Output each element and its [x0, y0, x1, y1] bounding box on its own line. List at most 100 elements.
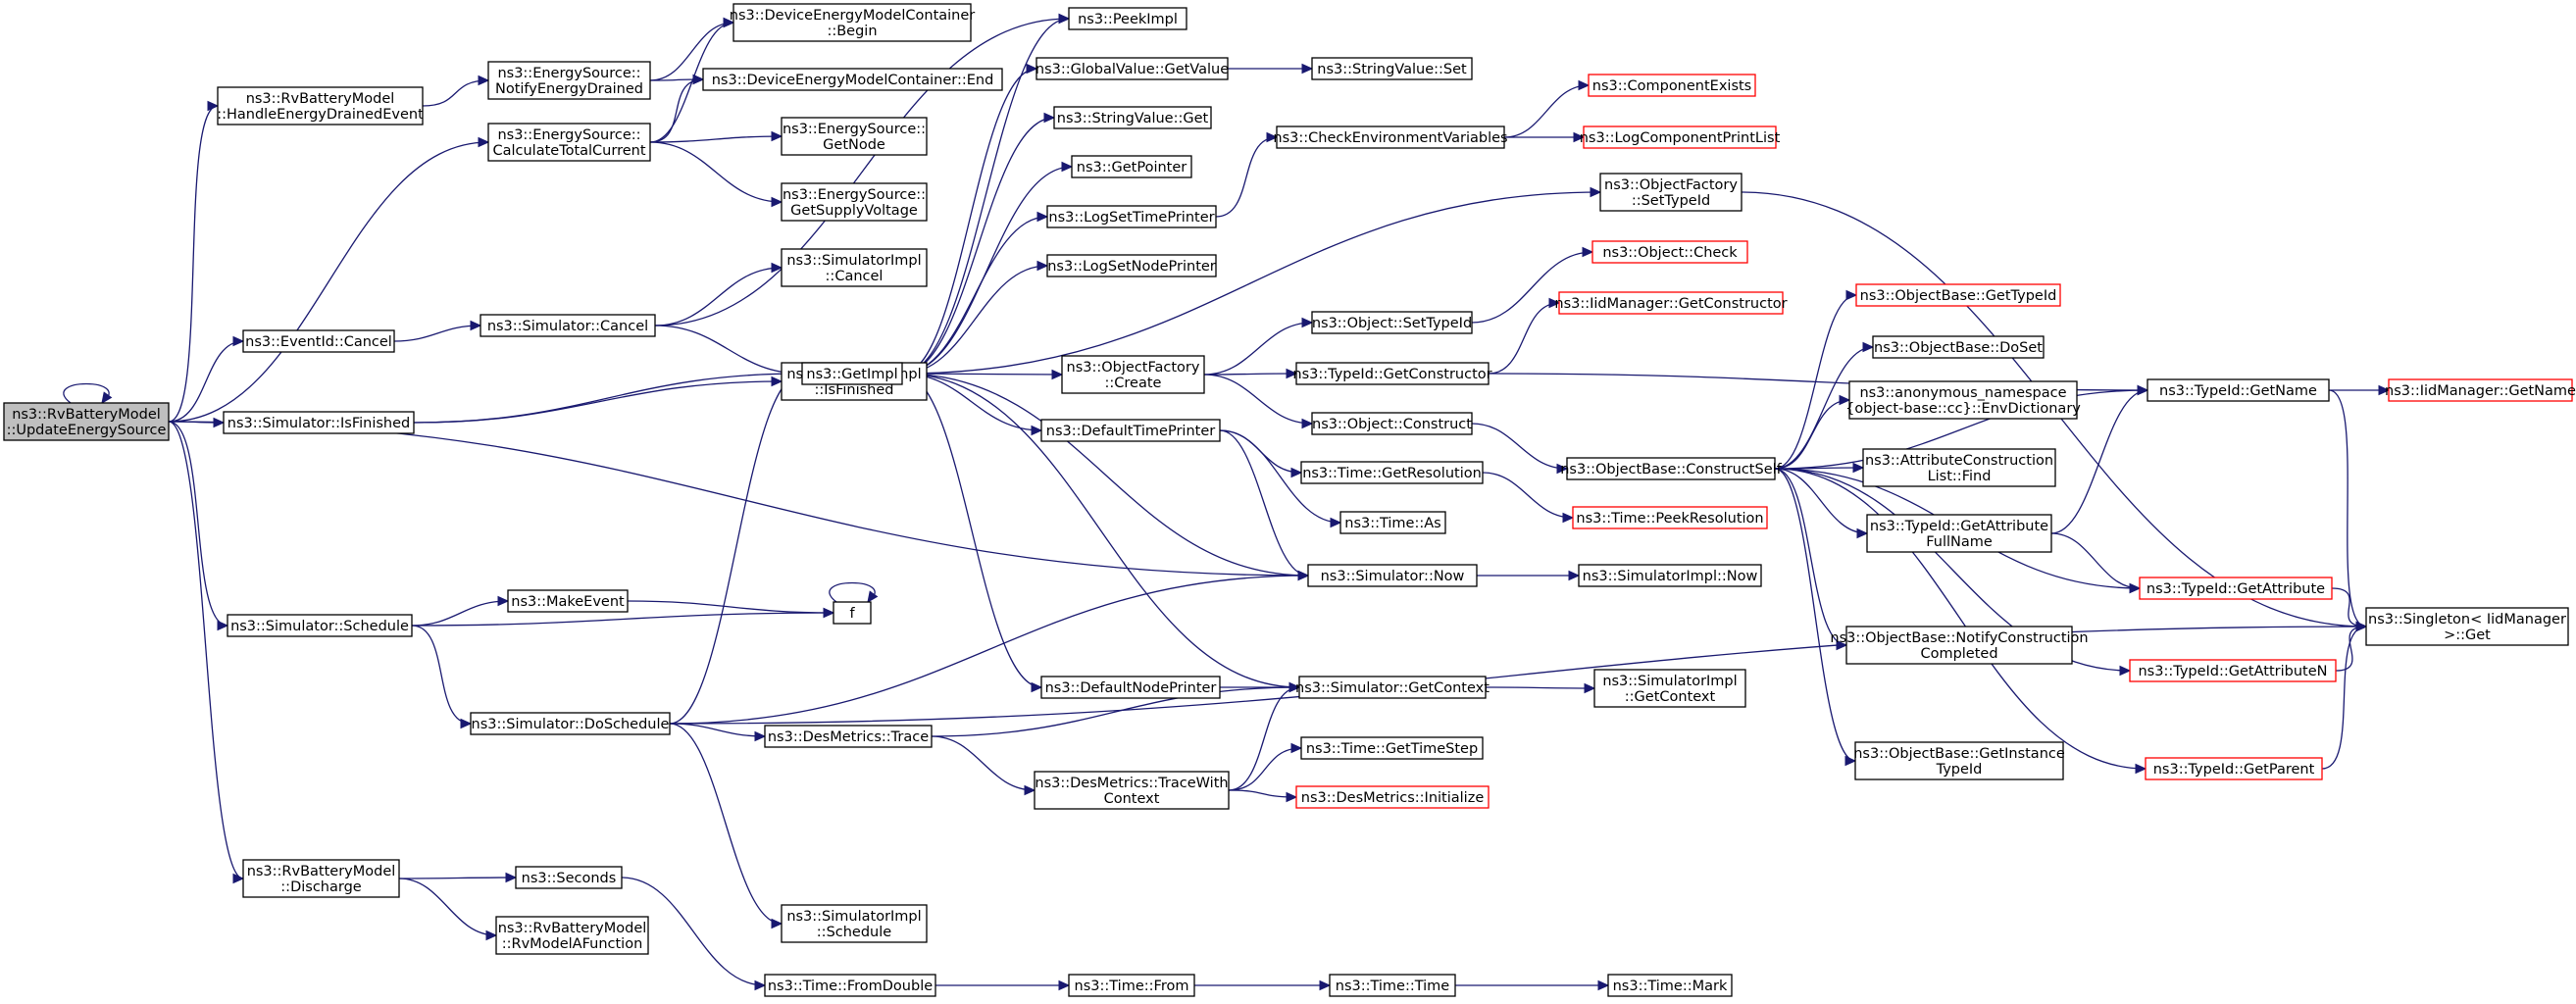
graph-node-svSet[interactable]: ns3::StringValue::Set	[1311, 57, 1473, 80]
graph-node-defNodePrinter[interactable]: ns3::DefaultNodePrinter	[1040, 676, 1221, 699]
graph-node-tidGetAttr[interactable]: ns3::TypeId::GetAttribute	[2139, 577, 2333, 600]
graph-node-timePeekRes[interactable]: ns3::Time::PeekResolution	[1572, 506, 1768, 529]
graph-node-tidGetName[interactable]: ns3::TypeId::GetName	[2147, 378, 2330, 402]
graph-node-timeFrom[interactable]: ns3::Time::From	[1068, 974, 1195, 997]
node-label: FullName	[1926, 534, 1993, 550]
edge-tidGetAttrFull-to-tidGetAttr	[2050, 532, 2141, 589]
node-box	[1298, 676, 1487, 699]
graph-node-svGet[interactable]: ns3::StringValue::Get	[1053, 106, 1212, 129]
graph-node-getImpl[interactable]: ns3::GetImpl	[801, 362, 903, 385]
graph-node-f[interactable]: f	[833, 601, 872, 625]
graph-node-handleDrained[interactable]: ns3::RvBatteryModel::HandleEnergyDrained…	[217, 86, 424, 126]
node-label: ns3::DesMetrics::Initialize	[1301, 790, 1485, 806]
graph-node-tidGetParent[interactable]: ns3::TypeId::GetParent	[2145, 757, 2323, 780]
graph-node-timeGetStep[interactable]: ns3::Time::GetTimeStep	[1300, 736, 1484, 760]
graph-node-envDict[interactable]: ns3::anonymous_namespace{object-base::cc…	[1845, 380, 2081, 420]
edge-tidGetAttrFull-to-tidGetName	[2050, 389, 2148, 534]
graph-node-simImplGetCtx[interactable]: ns3::SimulatorImpl::GetContext	[1593, 669, 1746, 708]
graph-node-calcCurrent[interactable]: ns3::EnergySource::CalculateTotalCurrent	[487, 123, 651, 162]
graph-node-objConstruct[interactable]: ns3::Object::Construct	[1311, 412, 1473, 435]
graph-node-obGetTypeId[interactable]: ns3::ObjectBase::GetTypeId	[1855, 283, 2061, 307]
graph-node-desInit[interactable]: ns3::DesMetrics::Initialize	[1295, 785, 1490, 809]
node-label: ns3::DeviceEnergyModelContainer::End	[712, 73, 994, 88]
graph-node-esGetNode[interactable]: ns3::EnergySource::GetNode	[781, 117, 928, 156]
graph-node-timeAs[interactable]: ns3::Time::As	[1339, 511, 1446, 534]
node-box	[480, 314, 656, 337]
graph-node-logCompPrint[interactable]: ns3::LogComponentPrintList	[1580, 126, 1781, 149]
graph-node-timeGetRes[interactable]: ns3::Time::GetResolution	[1300, 461, 1484, 484]
node-box	[801, 362, 903, 385]
graph-node-compExists[interactable]: ns3::ComponentExists	[1588, 74, 1756, 97]
graph-node-doSchedule[interactable]: ns3::Simulator::DoSchedule	[470, 712, 671, 735]
edge-arrowhead	[460, 718, 473, 729]
graph-node-logSetNode[interactable]: ns3::LogSetNodePrinter	[1046, 254, 1217, 277]
node-label: ns3::RvBatteryModel	[12, 407, 161, 423]
graph-node-logSetTime[interactable]: ns3::LogSetTimePrinter	[1046, 205, 1217, 228]
node-label: GetNode	[823, 137, 885, 153]
node-label: ns3::StringValue::Set	[1317, 62, 1467, 77]
node-box	[781, 117, 928, 156]
graph-node-tidGetAttrN[interactable]: ns3::TypeId::GetAttributeN	[2129, 659, 2337, 682]
graph-node-obDoSet[interactable]: ns3::ObjectBase::DoSet	[1872, 335, 2045, 359]
graph-node-peekImpl[interactable]: ns3::PeekImpl	[1068, 7, 1187, 30]
graph-node-rvModelA[interactable]: ns3::RvBatteryModel::RvModelAFunction	[495, 916, 649, 955]
graph-node-simGetCtx[interactable]: ns3::Simulator::GetContext	[1295, 676, 1490, 699]
node-label: ns3::TypeId::GetAttribute	[2147, 581, 2325, 597]
graph-node-discharge[interactable]: ns3::RvBatteryModel::Discharge	[242, 859, 400, 898]
graph-node-esSupplyV[interactable]: ns3::EnergySource::GetSupplyVoltage	[781, 182, 928, 222]
graph-node-simCancel[interactable]: ns3::Simulator::Cancel	[480, 314, 656, 337]
node-label: ns3::anonymous_namespace	[1859, 385, 2066, 401]
edge-defTimePrinter-to-simNow	[1219, 429, 1309, 577]
node-label: ns3::EnergySource::	[497, 127, 640, 143]
node-box	[1311, 57, 1473, 80]
graph-node-obConstructSelf[interactable]: ns3::ObjectBase::ConstructSelf	[1560, 457, 1783, 480]
graph-node-isFinished[interactable]: ns3::Simulator::IsFinished	[223, 411, 415, 434]
node-label: ::Discharge	[280, 879, 361, 895]
graph-node-fromDouble[interactable]: ns3::Time::FromDouble	[764, 974, 936, 997]
graph-node-gvGetValue[interactable]: ns3::GlobalValue::GetValue	[1035, 57, 1229, 80]
graph-node-timeTime[interactable]: ns3::Time::Time	[1329, 974, 1456, 997]
node-box	[1035, 57, 1229, 80]
graph-node-eventCancel[interactable]: ns3::EventId::Cancel	[242, 329, 395, 353]
graph-node-obNotify[interactable]: ns3::ObjectBase::NotifyConstructionCompl…	[1830, 626, 2089, 665]
graph-node-tidGetCtor[interactable]: ns3::TypeId::GetConstructor	[1292, 362, 1492, 385]
graph-node-timeMark[interactable]: ns3::Time::Mark	[1607, 974, 1733, 997]
graph-node-demcEnd[interactable]: ns3::DeviceEnergyModelContainer::End	[702, 68, 1003, 91]
graph-node-singletonGet[interactable]: ns3::Singleton< IidManager>::Get	[2365, 607, 2569, 646]
node-label: ns3::Seconds	[522, 871, 617, 886]
graph-node-ofCreate[interactable]: ns3::ObjectFactory::Create	[1061, 355, 1205, 394]
edge-arrowhead	[1026, 63, 1038, 75]
graph-node-simImplCancel[interactable]: ns3::SimulatorImpl::Cancel	[781, 248, 928, 287]
graph-node-defTimePrinter[interactable]: ns3::DefaultTimePrinter	[1040, 419, 1221, 442]
node-box	[1866, 514, 2052, 553]
graph-node-simImplSchedule[interactable]: ns3::SimulatorImpl::Schedule	[781, 904, 928, 943]
graph-node-schedule[interactable]: ns3::Simulator::Schedule	[227, 614, 413, 637]
edge-arrowhead	[754, 979, 767, 991]
graph-node-notifyDrained[interactable]: ns3::EnergySource::NotifyEnergyDrained	[487, 61, 651, 100]
graph-node-checkEnv[interactable]: ns3::CheckEnvironmentVariables	[1273, 126, 1508, 149]
graph-node-simImplNow[interactable]: ns3::SimulatorImpl::Now	[1578, 564, 1762, 587]
graph-node-objCheck[interactable]: ns3::Object::Check	[1591, 240, 1748, 264]
node-label: ns3::SimulatorImpl	[786, 909, 921, 925]
graph-node-makeEvent[interactable]: ns3::MakeEvent	[507, 589, 629, 613]
node-label: ns3::ObjectBase::NotifyConstruction	[1830, 630, 2088, 646]
node-label: ns3::PeekImpl	[1078, 12, 1178, 27]
graph-node-demcBegin[interactable]: ns3::DeviceEnergyModelContainer::Begin	[730, 3, 976, 42]
graph-node-root[interactable]: ns3::RvBatteryModel::UpdateEnergySource	[3, 402, 170, 441]
graph-node-iidGetName[interactable]: ns3::IidManager::GetName	[2385, 378, 2576, 402]
graph-node-objSetTypeId[interactable]: ns3::Object::SetTypeId	[1311, 311, 1473, 334]
graph-node-seconds[interactable]: ns3::Seconds	[515, 866, 623, 889]
graph-node-getPointer[interactable]: ns3::GetPointer	[1071, 155, 1192, 178]
node-box	[781, 248, 928, 287]
node-box	[2147, 378, 2330, 402]
graph-node-desTrace[interactable]: ns3::DesMetrics::Trace	[764, 725, 933, 748]
edge-simCancel-to-peekImpl	[654, 18, 1070, 326]
graph-node-iidGetCtor[interactable]: ns3::IidManager::GetConstructor	[1554, 291, 1788, 315]
graph-node-simNow[interactable]: ns3::Simulator::Now	[1307, 564, 1478, 587]
edge-simCancel-to-simImplCancel	[654, 267, 783, 326]
graph-node-ofSetTypeId[interactable]: ns3::ObjectFactory::SetTypeId	[1599, 173, 1743, 212]
